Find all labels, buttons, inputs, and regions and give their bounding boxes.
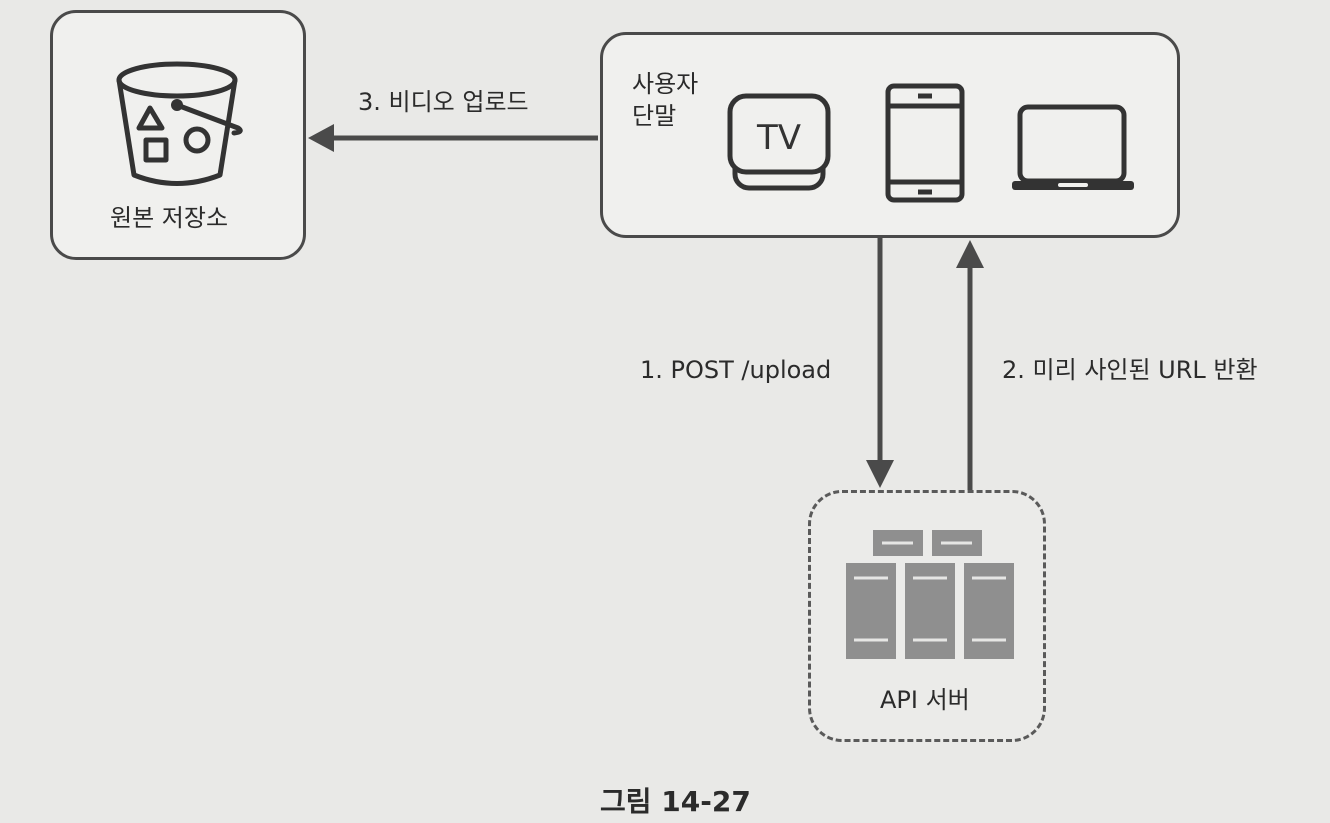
client-label-line2: 단말 bbox=[632, 102, 677, 130]
tablet-icon bbox=[885, 83, 965, 203]
arrowhead-presigned-url bbox=[956, 240, 984, 268]
storage-label: 원본 저장소 bbox=[110, 204, 229, 232]
arrowhead-video-upload bbox=[308, 124, 334, 152]
figure-caption: 그림 14-27 bbox=[600, 785, 751, 818]
edge-label-presigned-url: 2. 미리 사인된 URL 반환 bbox=[1002, 356, 1258, 384]
arrowhead-post-upload bbox=[866, 460, 894, 488]
client-label-line1: 사용자 bbox=[632, 70, 699, 98]
storage-node bbox=[50, 10, 306, 260]
api-server-label: API 서버 bbox=[880, 686, 970, 714]
tv-icon: TV bbox=[727, 93, 831, 191]
laptop-icon bbox=[1012, 104, 1134, 190]
tv-text: TV bbox=[756, 118, 801, 158]
edge-label-video-upload: 3. 비디오 업로드 bbox=[358, 88, 529, 116]
edge-label-post-upload: 1. POST /upload bbox=[640, 356, 832, 384]
